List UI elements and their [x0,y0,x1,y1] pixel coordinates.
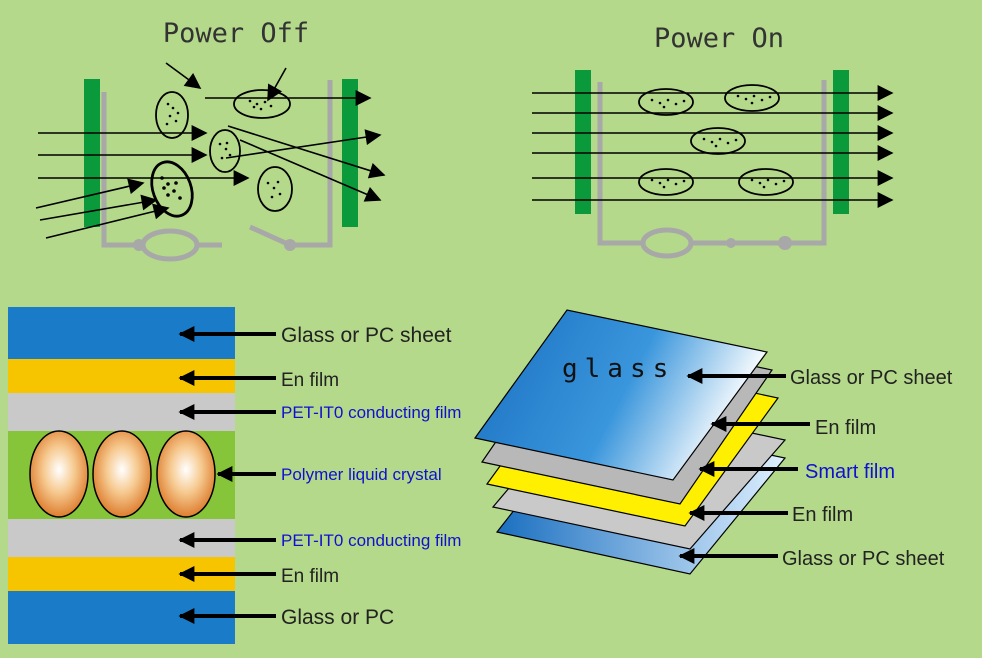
power-off-droplets [150,89,293,218]
power-off-panel: Power Off [35,18,386,262]
label-conducting-bottom: PET-IT0 conducting film [281,531,461,550]
exploded-view: glass Glass or PC sheet En film Smart fi… [473,309,953,575]
power-off-title: Power Off [163,18,309,49]
exploded-view-arrows [678,368,810,564]
exploded-view-labels: Glass or PC sheet En film Smart film En … [782,367,953,570]
power-on-wire [597,80,827,259]
label-ev-glass-top: Glass or PC sheet [790,367,953,389]
label-ev-smart-film: Smart film [805,461,895,483]
cross-section-arrows [178,326,276,624]
power-on-light-rays [532,85,894,208]
liquid-crystal-drops [29,430,216,518]
power-on-left-electrode [575,70,591,214]
label-en-film-bottom: En film [281,566,339,587]
power-on-right-electrode [833,70,849,214]
cross-section: Glass or PC sheet En film PET-IT0 conduc… [8,307,461,644]
label-ev-en-film-top: En film [815,417,876,439]
power-off-left-electrode [84,79,100,227]
label-en-film-top: En film [281,370,339,391]
label-conducting-top: PET-IT0 conducting film [281,403,461,422]
label-ev-glass-bottom: Glass or PC sheet [782,548,945,570]
power-off-droplet-dots [160,99,282,200]
power-on-panel: Power On [532,23,894,259]
power-off-right-electrode [342,79,358,227]
power-on-droplets [638,84,794,196]
cross-section-labels: Glass or PC sheet En film PET-IT0 conduc… [281,324,461,629]
power-on-title: Power On [654,23,784,54]
glass-sheet-text: glass [562,354,675,384]
label-glass-top: Glass or PC sheet [281,324,452,347]
power-off-light-rays [35,62,386,239]
label-liquid-crystal: Polymer liquid crystal [281,465,442,484]
power-on-droplet-dots [650,94,786,189]
label-ev-en-film-bottom: En film [792,504,853,526]
label-glass-bottom: Glass or PC [281,606,394,629]
sheet-glass-top [473,309,769,481]
